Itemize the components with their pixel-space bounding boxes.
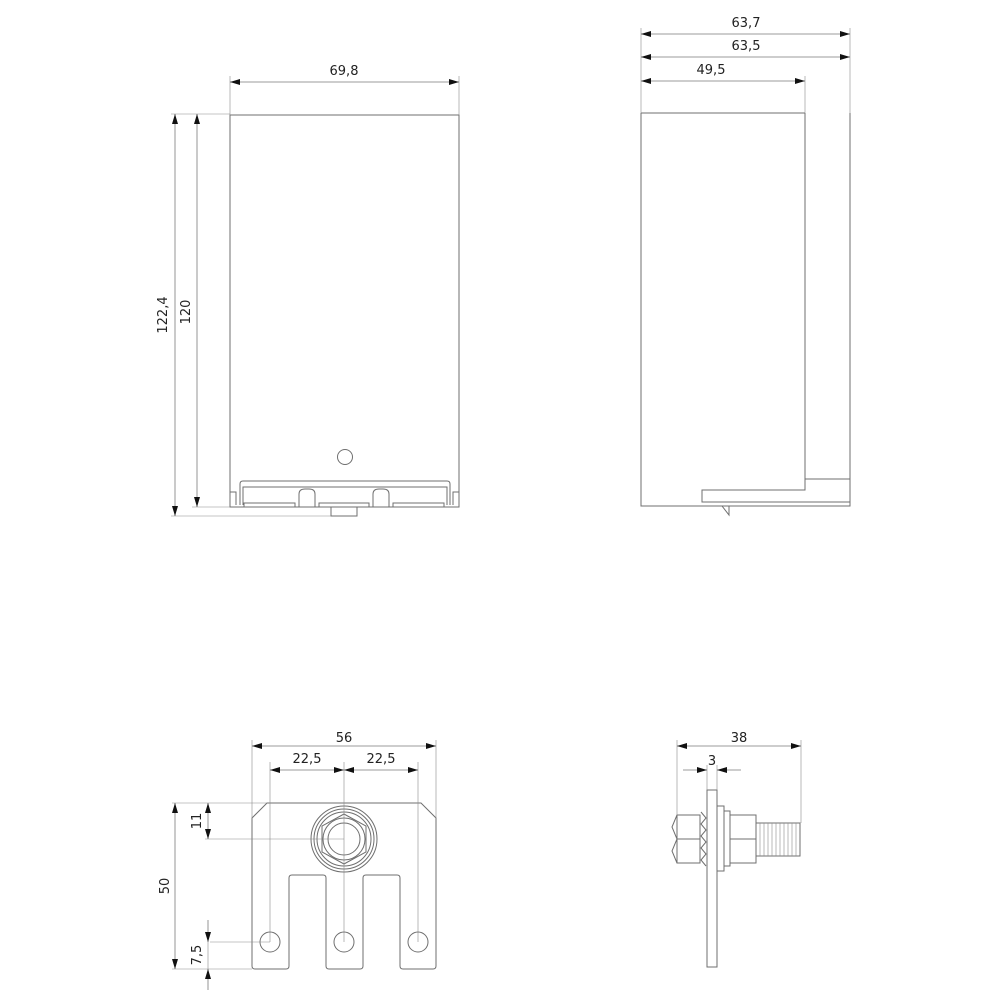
lock-washer: [700, 811, 707, 867]
flat-washer: [716, 805, 725, 872]
latch-tab: [330, 507, 358, 517]
side-view: 63,7 63,5 49,5: [640, 16, 851, 517]
depth-total-label: 63,7: [732, 16, 761, 31]
pitch-left-label: 22,5: [293, 752, 322, 767]
din-rail-clip-inner: [242, 486, 448, 505]
slot-right: [372, 488, 390, 507]
terminal-plate-side: [706, 789, 718, 968]
terminal-side-view: 38 3: [671, 731, 802, 968]
front-view: 69,8 122,4 120: [156, 64, 460, 517]
terminal-width-label: 56: [336, 731, 353, 746]
nut-left: [671, 814, 701, 864]
side-outline: [640, 113, 851, 507]
terminal-height-label: 50: [158, 878, 173, 895]
mounting-hole: [337, 449, 353, 465]
width-label: 69,8: [330, 64, 359, 79]
stud-offset-label: 11: [190, 813, 205, 830]
body-step: [701, 113, 850, 503]
depth-body-label: 49,5: [697, 63, 726, 78]
terminal-plate: [251, 802, 437, 970]
thread-lines: [759, 823, 797, 856]
base-feet: [243, 502, 445, 507]
hole-offset-label: 7,5: [190, 945, 205, 966]
base-side-tabs: [230, 491, 459, 505]
threaded-stud: [755, 822, 801, 857]
terminal-front-view: 56 22,5 22,5 50 11 7,5: [158, 731, 437, 990]
housing-outline: [229, 114, 460, 508]
depth-mid-label: 63,5: [732, 39, 761, 54]
din-rail-clip: [239, 480, 451, 505]
height-outer-label: 122,4: [156, 296, 171, 333]
pitch-right-label: 22,5: [367, 752, 396, 767]
slot-left: [298, 488, 316, 507]
nut-right: [729, 814, 757, 864]
terminal-length-label: 38: [731, 731, 748, 746]
plate-thickness-label: 3: [708, 754, 716, 769]
latch-nub: [721, 505, 730, 517]
height-inner-label: 120: [179, 300, 194, 325]
